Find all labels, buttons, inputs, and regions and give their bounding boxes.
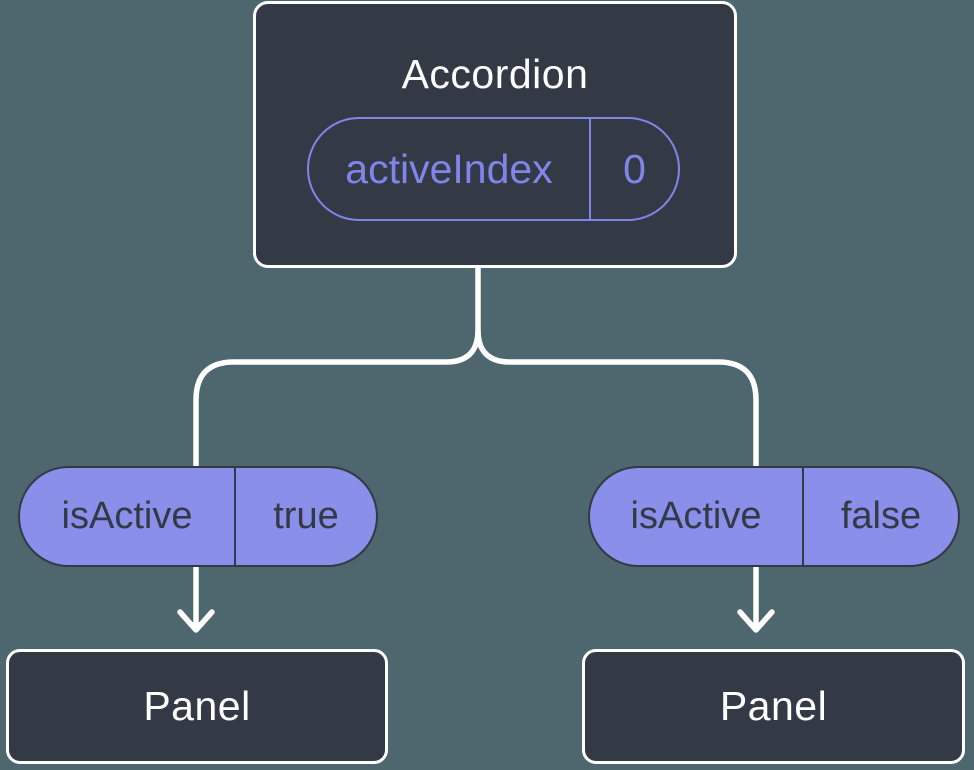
arrow-down-icon-right — [737, 609, 775, 633]
connector-branch-right — [475, 327, 759, 629]
is-active-true-prop-pill: isActive true — [18, 466, 378, 567]
panel-node-left: Panel — [6, 649, 388, 764]
panel-node-title: Panel — [143, 683, 251, 729]
prop-value-label: false — [802, 468, 958, 565]
connector-branch-left — [193, 263, 481, 629]
is-active-false-prop-pill: isActive false — [588, 466, 960, 567]
accordion-node-title: Accordion — [401, 51, 589, 97]
active-index-prop-pill: activeIndex 0 — [307, 117, 680, 221]
panel-node-right: Panel — [582, 649, 965, 764]
prop-name-label: activeIndex — [345, 145, 553, 192]
prop-value-label: true — [234, 468, 376, 565]
panel-node-title: Panel — [719, 683, 828, 729]
prop-name-label: isActive — [630, 495, 762, 537]
prop-name-label: isActive — [61, 495, 193, 537]
prop-value-label: 0 — [589, 119, 678, 219]
arrow-down-icon-left — [177, 609, 215, 633]
